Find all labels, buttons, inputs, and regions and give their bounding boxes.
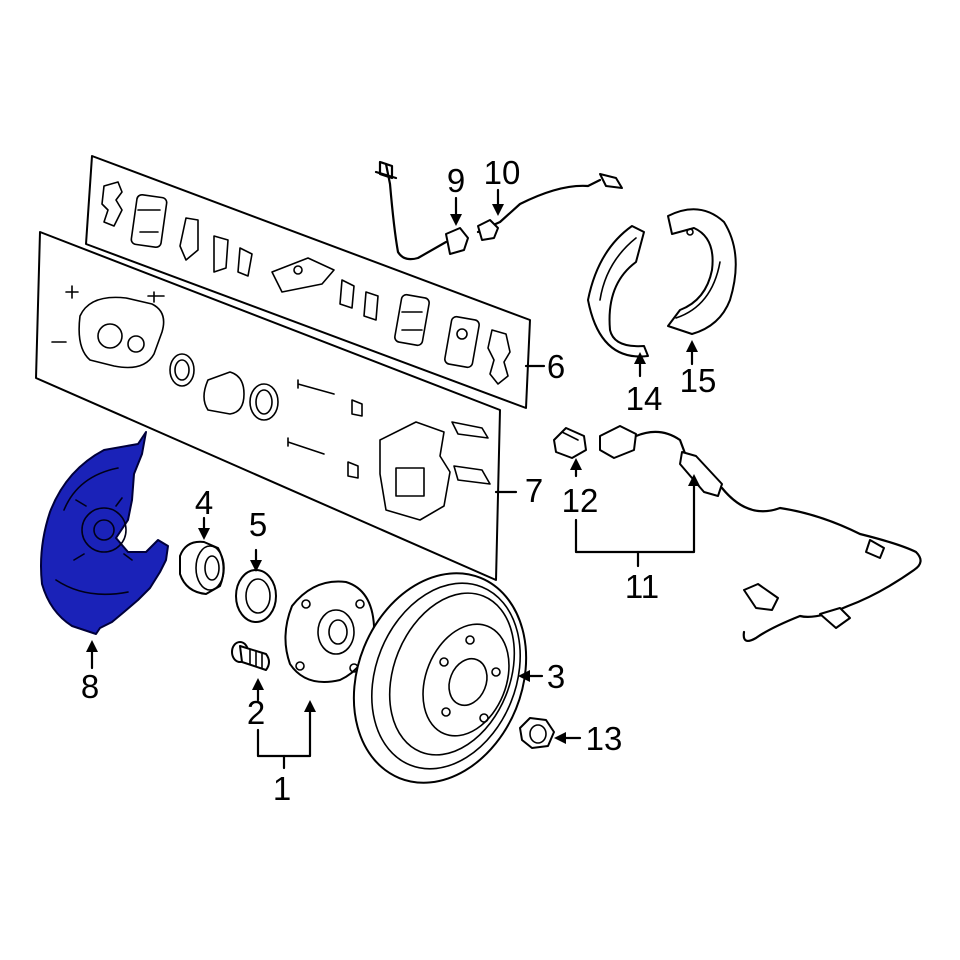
label-5: 5 bbox=[249, 506, 267, 543]
label-2: 2 bbox=[247, 694, 265, 731]
label-12: 12 bbox=[562, 482, 599, 519]
part-3-rotor[interactable] bbox=[324, 547, 557, 809]
part-7-caliper-kit[interactable] bbox=[35, 231, 501, 581]
label-13: 13 bbox=[586, 720, 623, 757]
part-5-snap-ring[interactable] bbox=[235, 569, 277, 623]
label-14: 14 bbox=[626, 380, 663, 417]
part-8-dust-shield[interactable] bbox=[40, 431, 169, 635]
part-9-brake-hose[interactable] bbox=[374, 160, 469, 261]
part-10-brake-hose[interactable] bbox=[476, 173, 623, 241]
part-14-parking-shoe[interactable] bbox=[587, 225, 649, 358]
part-2-hub-bolt[interactable] bbox=[231, 641, 270, 671]
label-8: 8 bbox=[81, 668, 99, 705]
part-15-parking-shoe[interactable] bbox=[667, 208, 737, 335]
label-15: 15 bbox=[680, 362, 717, 399]
part-13-nut[interactable] bbox=[519, 717, 555, 749]
part-6-pad-kit[interactable] bbox=[85, 155, 531, 409]
label-7: 7 bbox=[525, 472, 543, 509]
label-6: 6 bbox=[547, 348, 565, 385]
part-4-bearing[interactable] bbox=[179, 540, 225, 595]
dust-shield-highlight bbox=[40, 431, 169, 635]
part-12-connector[interactable] bbox=[553, 427, 587, 459]
label-11: 11 bbox=[625, 568, 659, 605]
label-10: 10 bbox=[484, 154, 521, 191]
label-9: 9 bbox=[447, 162, 465, 199]
label-4: 4 bbox=[195, 484, 213, 521]
label-3: 3 bbox=[547, 658, 565, 695]
label-1: 1 bbox=[273, 770, 291, 807]
part-11-abs-sensor[interactable] bbox=[599, 425, 922, 642]
